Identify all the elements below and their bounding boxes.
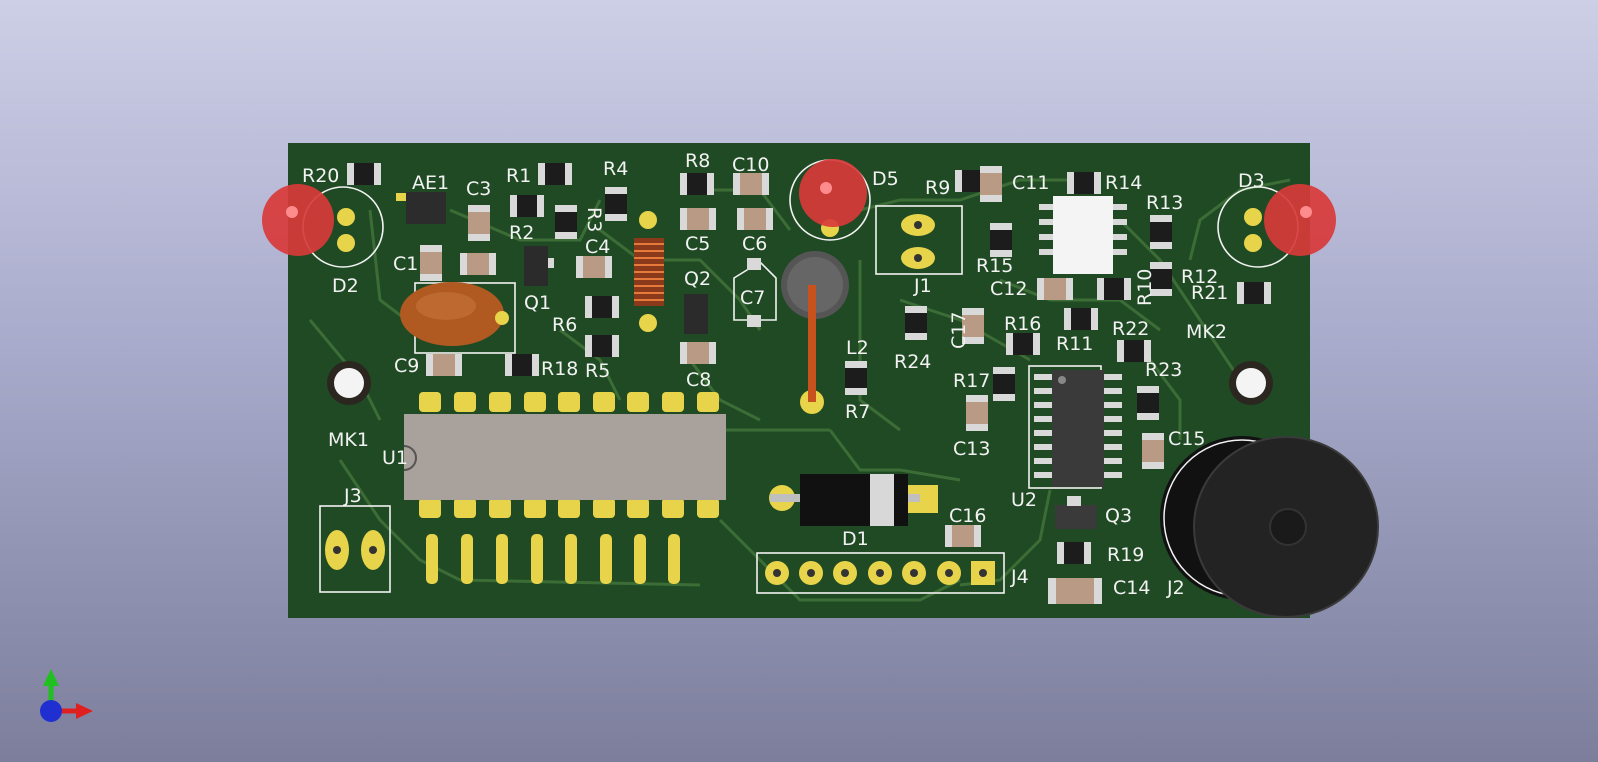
ref-c16: C16 [949, 505, 986, 527]
ref-c9: C9 [394, 355, 419, 377]
ref-c7: C7 [740, 287, 765, 309]
connector-j4[interactable] [756, 552, 1005, 594]
ref-r8: R8 [685, 150, 710, 172]
ref-r11: R11 [1056, 333, 1093, 355]
antenna-ae1[interactable] [406, 192, 446, 224]
ref-r7: R7 [845, 401, 870, 423]
ref-r6: R6 [552, 314, 577, 336]
smd-resistors[interactable] [347, 163, 1271, 564]
ref-c4: C4 [585, 236, 610, 258]
ref-r9: R9 [925, 177, 950, 199]
ref-c8: C8 [686, 369, 711, 391]
ref-c1: C1 [393, 253, 418, 275]
ref-r19: R19 [1107, 544, 1144, 566]
led-d5[interactable] [789, 159, 871, 241]
ref-r3: R3 [583, 207, 605, 232]
pcb-board [288, 143, 1310, 618]
smd-capacitors[interactable] [420, 166, 1164, 604]
transistor-q3[interactable] [1055, 505, 1097, 529]
led-d3[interactable] [1217, 184, 1336, 268]
ref-r20: R20 [302, 165, 339, 187]
ref-c14: C14 [1113, 577, 1150, 599]
ref-r16: R16 [1004, 313, 1041, 335]
ref-r23: R23 [1145, 359, 1182, 381]
transistor-q1[interactable] [524, 246, 554, 286]
ref-r2: R2 [509, 222, 534, 244]
ref-u2: U2 [1011, 489, 1037, 511]
ref-ae1: AE1 [412, 172, 449, 194]
ref-r4: R4 [603, 158, 628, 180]
ref-q3: Q3 [1105, 505, 1132, 527]
ic-u2[interactable] [1028, 365, 1122, 489]
ref-q1: Q1 [524, 292, 551, 314]
ref-mk2: MK2 [1186, 321, 1227, 343]
buzzer-j2[interactable] [1160, 436, 1379, 618]
ref-r14: R14 [1105, 172, 1142, 194]
ref-c13: C13 [953, 438, 990, 460]
ref-r1: R1 [506, 165, 531, 187]
ref-r10: R10 [1134, 269, 1156, 306]
ref-c11: C11 [1012, 172, 1049, 194]
connector-j1[interactable] [875, 205, 963, 275]
ref-d5: D5 [872, 168, 899, 190]
ref-r12: R12 [1181, 266, 1218, 288]
ref-c15: C15 [1168, 428, 1205, 450]
ref-r5: R5 [585, 360, 610, 382]
ref-j3: J3 [343, 485, 362, 507]
connector-j3[interactable] [319, 505, 391, 593]
led-d2[interactable] [262, 184, 384, 268]
ref-d3: D3 [1238, 170, 1265, 192]
header-mk1[interactable] [426, 534, 680, 584]
ref-d2: D2 [332, 275, 359, 297]
ref-r15: R15 [976, 255, 1013, 277]
ref-r18: R18 [541, 358, 578, 380]
ref-j1: J1 [913, 275, 932, 297]
ref-c12: C12 [990, 278, 1027, 300]
ref-q2: Q2 [684, 268, 711, 290]
ref-u1: U1 [382, 447, 408, 469]
ic-relay[interactable] [1039, 196, 1127, 274]
transistor-q2[interactable] [684, 294, 708, 334]
ref-mk1: MK1 [328, 429, 369, 451]
ref-d1: D1 [842, 528, 869, 550]
axis-gizmo-icon [40, 669, 93, 722]
ref-c3: C3 [466, 178, 491, 200]
ref-c6: C6 [742, 233, 767, 255]
ref-c17: C17 [948, 312, 970, 349]
ref-r22: R22 [1112, 318, 1149, 340]
ref-l2: L2 [846, 337, 869, 359]
ref-c5: C5 [685, 233, 710, 255]
ref-r17: R17 [953, 370, 990, 392]
ref-r13: R13 [1146, 192, 1183, 214]
ref-c10: C10 [732, 154, 769, 176]
ref-j2: J2 [1166, 577, 1185, 599]
inductor-l1[interactable] [634, 211, 664, 332]
silkscreen-labels: R20 AE1 C3 R1 R4 R8 C10 D5 R9 C11 R14 D3… [302, 150, 1265, 599]
ref-j4: J4 [1010, 566, 1029, 588]
diode-d1[interactable] [769, 474, 938, 526]
ref-r21: R21 [1191, 282, 1228, 304]
ceramic-capacitor[interactable] [400, 282, 516, 354]
ic-u1[interactable] [403, 392, 726, 518]
ref-r24: R24 [894, 351, 931, 373]
inductor-l2[interactable] [781, 251, 849, 414]
